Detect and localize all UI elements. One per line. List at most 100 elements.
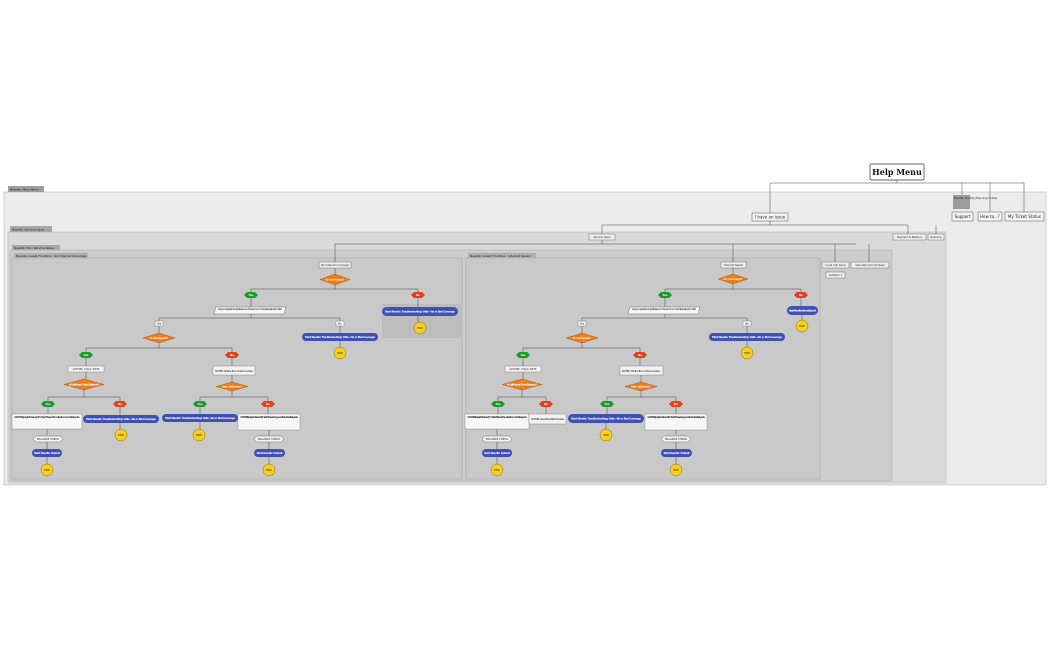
start-submit-right-2[interactable]: Start Needle: Submit	[661, 449, 692, 457]
end-right-3[interactable]: END	[599, 428, 613, 442]
end-left-3[interactable]: END	[114, 428, 128, 442]
yes-small-left[interactable]: Yes	[154, 320, 164, 327]
decision-in-coverage-left[interactable]: In coverage?	[319, 273, 351, 286]
no-left-2[interactable]: No	[225, 352, 239, 358]
menu-item-howto-label: How to...?	[980, 214, 1000, 219]
end-right-5[interactable]: END	[669, 463, 683, 477]
help-menu-title: Help Menu	[872, 167, 922, 177]
start-ts-left-mid[interactable]: Start Needle: Troubleshooting: Valia - N…	[302, 333, 378, 341]
start-speed-left[interactable]: Start Needle: Troubleshooting: Valia - N…	[382, 307, 458, 316]
end-right-5-label: END	[673, 468, 679, 472]
end-left-1[interactable]: END	[413, 321, 427, 335]
decision-sufficient-right[interactable]: Is Sufficient Data Balance?	[501, 378, 543, 391]
balance-check-right-1[interactable]: BALANCE CHECK	[481, 435, 513, 443]
start-ts-right-yes[interactable]: Start Needle: Troubleshooting: Valia - N…	[568, 414, 644, 423]
node-local-call[interactable]: Local Call Issue	[821, 261, 850, 269]
balance-check-right-1-label: BALANCE CHECK	[486, 437, 508, 441]
yes-small-right[interactable]: Yes	[577, 320, 587, 327]
start-speed-right[interactable]: Start Needle: Internet Speed	[787, 306, 818, 315]
end-right-1[interactable]: END	[795, 319, 809, 333]
notes-left[interactable]: NOTES: What is the number is active	[212, 365, 256, 376]
balance-check-right-2[interactable]: BALANCE CHECK	[660, 435, 692, 443]
start-ts-left-low[interactable]: Start Needle: Troubleshooting: Valia - N…	[83, 415, 159, 423]
start-submit-left-1[interactable]: Start Needle: Submit	[32, 449, 62, 457]
no-small-left[interactable]: No	[335, 320, 345, 327]
end-left-2[interactable]: END	[333, 346, 347, 360]
notes-left-label: NOTES: What is the number is active	[215, 369, 253, 373]
decision-sufficient-left[interactable]: Is Sufficient Data Balance?	[63, 378, 105, 391]
card-reply-mid-left[interactable]: CARD REPLY: I apologize. Your line is cu…	[237, 413, 301, 431]
end-left-4[interactable]: END	[192, 428, 206, 442]
no-right-2[interactable]: No	[633, 352, 647, 358]
no-left-3[interactable]: No	[113, 401, 127, 407]
decision-postpaid-left[interactable]: Is Postpaid?	[142, 332, 176, 344]
yes-left-2[interactable]: Yes	[79, 352, 93, 358]
node-service-issue[interactable]: Service Issue	[588, 233, 616, 241]
decision-balance-right[interactable]: Has balance?	[624, 381, 658, 392]
decision-in-coverage-right[interactable]: In coverage?	[717, 273, 749, 285]
node-local-call-label: Local Call Issue	[826, 263, 846, 267]
action-data-right[interactable]: ACTION: Give Free Data Services	[528, 413, 567, 425]
start-ts-left-yes[interactable]: Start Needle: Troubleshooting: Valia - N…	[162, 414, 238, 422]
decision-balance-left[interactable]: Has balance?	[215, 381, 249, 392]
node-internet-speed[interactable]: Internet Speed	[720, 261, 747, 269]
action-data-right-label: ACTION: Give Free Data Services	[531, 417, 565, 421]
menu-item-howto[interactable]: How to...?	[977, 211, 1003, 222]
action-check-right[interactable]: ACTION: Check DATT	[504, 365, 542, 373]
card-reply-right[interactable]: CARD REPLY: I apologize. The line is cur…	[464, 413, 530, 430]
no-small-right[interactable]: No	[742, 320, 752, 327]
start-submit-right-2-label: Start Needle: Submit	[664, 451, 691, 455]
end-right-2[interactable]: END	[740, 346, 754, 360]
menu-item-ticket[interactable]: My Ticket Status	[1004, 211, 1045, 222]
start-submit-left-2[interactable]: Start Needle: Submit	[254, 449, 285, 457]
yes-left-4[interactable]: Yes	[193, 401, 207, 407]
start-speed-right-label: Start Needle: Internet Speed	[789, 309, 816, 313]
no-left-3-label: No	[118, 402, 122, 406]
yes-left-1-label: Yes	[248, 293, 254, 297]
no-right-4[interactable]: No	[669, 401, 683, 407]
menu-item-support[interactable]: Support	[951, 211, 974, 222]
balance-check-left-1[interactable]: BALANCE CHECK	[32, 435, 64, 443]
decision-postpaid-right-label: Is Postpaid?	[573, 336, 591, 340]
no-left-4[interactable]: No	[261, 401, 275, 407]
yes-right-1[interactable]: Yes	[658, 292, 672, 298]
action-check-left[interactable]: ACTION: Check DATT	[67, 365, 105, 373]
menu-item-support-label: Support	[955, 214, 971, 219]
yes-right-4[interactable]: Yes	[600, 401, 614, 407]
no-right-1[interactable]: No	[794, 292, 808, 298]
start-ts-right-mid[interactable]: Start Needle: Troubleshooting: Valia - N…	[709, 333, 785, 341]
node-no-internet[interactable]: No Internet Coverage	[318, 261, 352, 269]
end-right-2-label: END	[744, 351, 750, 355]
node-intl-call[interactable]: International Call Issue	[850, 261, 890, 269]
node-subitem-label: Subitem 1	[829, 273, 843, 277]
yes-left-3[interactable]: Yes	[41, 401, 55, 407]
yes-right-3[interactable]: Yes	[491, 401, 505, 407]
end-left-5[interactable]: END	[40, 463, 54, 477]
card-reply-mid-right[interactable]: CARD REPLY: I apologize. Your line is cu…	[644, 413, 708, 431]
question-same-number-right[interactable]: Are you experiencing this issue on the s…	[627, 306, 701, 315]
node-payment[interactable]: Payment & Balance	[892, 233, 927, 241]
no-small-left-label: No	[338, 322, 342, 326]
card-reply-left[interactable]: CARD REPLY: I apologize. The line is cur…	[11, 413, 83, 430]
node-payment-label: Payment & Balance	[897, 235, 923, 239]
menu-item-issue[interactable]: I have an issue	[751, 212, 789, 222]
notes-right[interactable]: NOTES: What is the number is active	[619, 365, 664, 376]
start-ts-left-mid-label: Start Needle: Troubleshooting: Valia - N…	[305, 335, 375, 339]
node-roaming[interactable]: Roaming	[927, 233, 945, 241]
no-right-1-label: No	[799, 293, 803, 297]
end-right-4[interactable]: END	[490, 463, 504, 477]
node-internet-speed-label: Internet Speed	[724, 263, 744, 267]
no-right-3[interactable]: No	[539, 401, 553, 407]
node-subitem[interactable]: Subitem 1	[825, 271, 846, 279]
node-no-internet-label: No Internet Coverage	[321, 263, 349, 267]
help-menu-node[interactable]: Help Menu	[869, 163, 925, 181]
balance-check-left-2[interactable]: BALANCE CHECK	[253, 435, 285, 443]
yes-right-2[interactable]: Yes	[516, 352, 530, 358]
no-left-1[interactable]: No	[411, 292, 425, 298]
yes-left-1[interactable]: Yes	[244, 292, 258, 298]
decision-postpaid-right[interactable]: Is Postpaid?	[565, 332, 599, 344]
end-left-6[interactable]: END	[262, 463, 276, 477]
yes-left-3-label: Yes	[45, 402, 51, 406]
start-submit-right-1[interactable]: Start Needle: Submit	[482, 449, 512, 457]
question-same-number-left[interactable]: Are you experiencing this issue on the s…	[213, 306, 287, 315]
